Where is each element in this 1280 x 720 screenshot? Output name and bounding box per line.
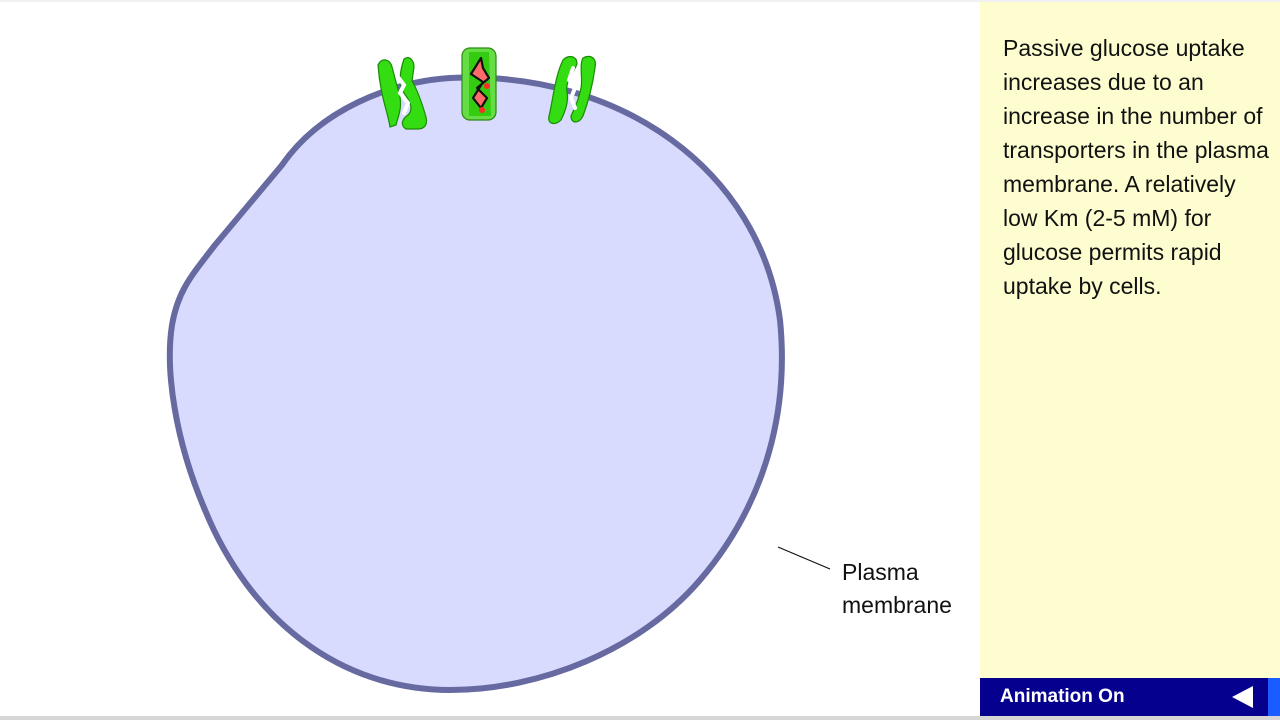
cell-body: [166, 74, 785, 693]
glucose-transporter-3: [548, 55, 596, 125]
transporter-channel: [566, 66, 578, 110]
bottom-border: [0, 716, 1280, 720]
animation-control-bar: Animation On: [980, 678, 1280, 716]
top-border: [0, 0, 1280, 2]
cell-diagram: [166, 47, 831, 693]
binding-site-dot: [484, 83, 490, 89]
transporter-right-half: [570, 55, 596, 123]
glucose-transporter-1: [377, 57, 428, 130]
triangle-left-icon[interactable]: [1232, 686, 1253, 708]
info-panel: Passive glucose uptake increases due to …: [980, 2, 1280, 678]
transporter-left-half: [377, 59, 402, 128]
scroll-edge: [1268, 678, 1280, 716]
transporter-right-half: [399, 57, 428, 130]
glucose-molecule-icon: [469, 56, 491, 110]
animation-toggle-button[interactable]: Animation On: [1000, 686, 1125, 707]
transporter-channel: [396, 75, 411, 115]
plasma-membrane-label: Plasma membrane: [842, 559, 952, 618]
membrane-leader-line: [777, 546, 831, 570]
glucose-transporter-2: [461, 47, 497, 121]
binding-site-dot: [479, 107, 485, 113]
info-text: Passive glucose uptake increases due to …: [1003, 35, 1269, 299]
